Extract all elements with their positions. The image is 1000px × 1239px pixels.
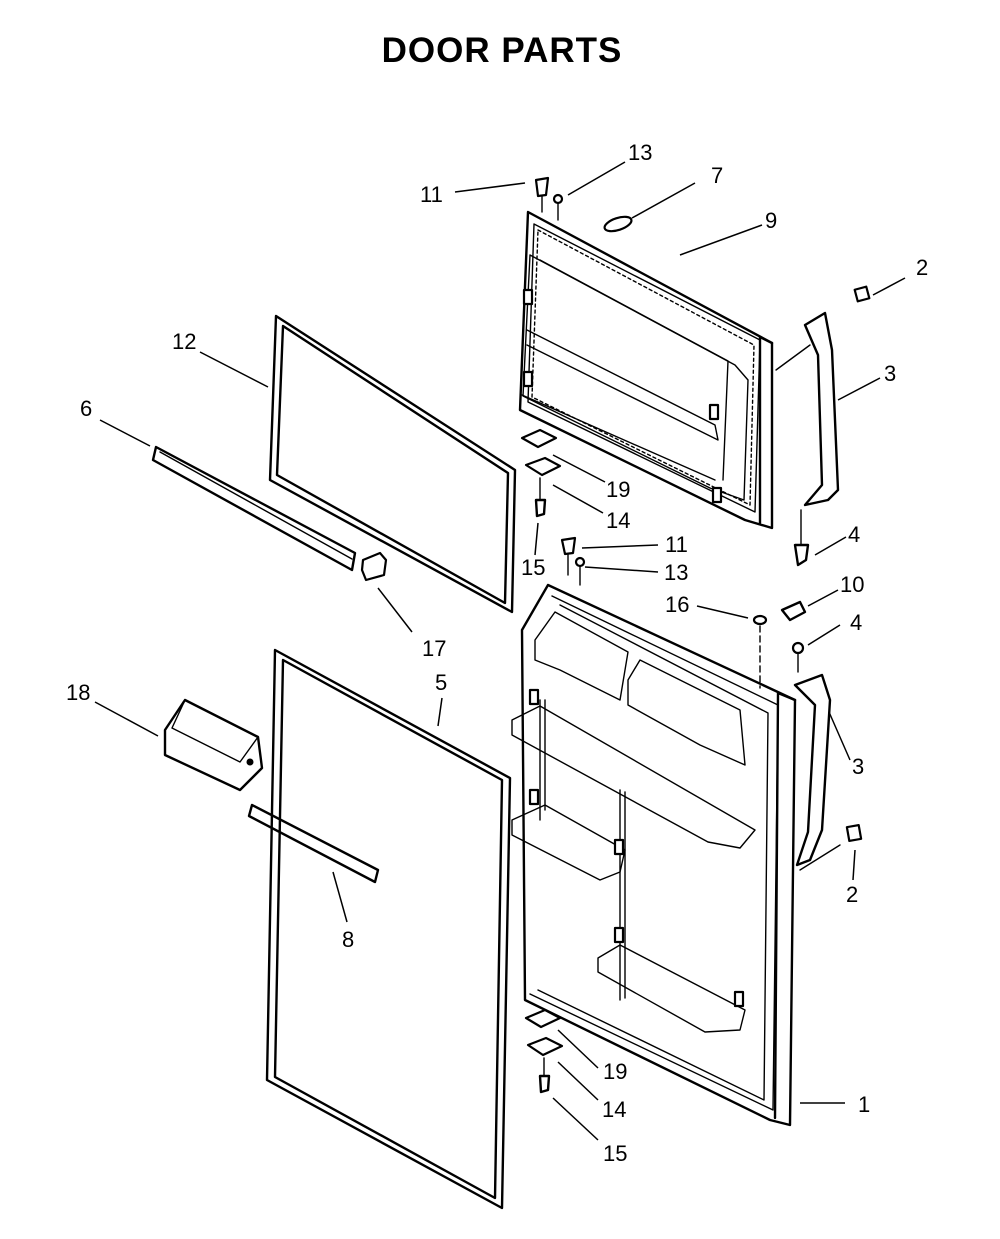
freezer-door-gasket-drawing xyxy=(268,314,517,614)
middle-door-stop-screw-drawing xyxy=(574,556,586,586)
lower-hinge-screw-drawing xyxy=(538,1057,551,1094)
upper-door-handle-drawing xyxy=(775,311,840,507)
callout-15: 15 xyxy=(603,1141,627,1166)
callout-16: 16 xyxy=(665,592,689,617)
callout-17: 17 xyxy=(422,636,446,661)
plug-button-drawing xyxy=(780,600,807,622)
callout-12: 12 xyxy=(172,329,196,354)
freezer-door-drawing xyxy=(518,210,774,530)
lower-hinge-bracket-drawing xyxy=(526,1036,564,1057)
callout-19: 19 xyxy=(603,1059,627,1084)
fresh-food-door-drawing xyxy=(511,583,797,1127)
upper-hinge-screw-drawing xyxy=(534,477,547,518)
callout-labels: 1 2 2 3 3 4 4 5 6 7 8 9 10 11 11 12 13 1… xyxy=(66,140,928,1166)
callout-10: 10 xyxy=(840,572,864,597)
upper-handle-end-cap-drawing xyxy=(853,285,871,303)
dairy-door-drawing xyxy=(163,698,264,792)
callout-4: 4 xyxy=(848,522,860,547)
callout-6: 6 xyxy=(80,396,92,421)
callout-14: 14 xyxy=(602,1097,626,1122)
callout-14: 14 xyxy=(606,508,630,533)
diagram-title: DOOR PARTS xyxy=(382,31,623,70)
callout-2: 2 xyxy=(916,255,928,280)
leader-lines xyxy=(94,161,906,1141)
fresh-food-door-shelf-rail-drawing xyxy=(247,803,380,884)
nameplate-drawing xyxy=(603,215,633,233)
callout-15: 15 xyxy=(521,555,545,580)
upper-door-stop-drawing xyxy=(534,176,550,213)
callout-2: 2 xyxy=(846,882,858,907)
lower-handle-end-cap-drawing xyxy=(845,823,863,843)
upper-hinge-bracket-drawing xyxy=(524,456,562,477)
callout-13: 13 xyxy=(664,560,688,585)
rail-end-cap-drawing xyxy=(360,551,388,582)
callout-3: 3 xyxy=(852,754,864,779)
callout-5: 5 xyxy=(435,670,447,695)
upper-handle-screw-drawing xyxy=(793,509,810,567)
callout-18: 18 xyxy=(66,680,90,705)
upper-hinge-bushing-drawing xyxy=(520,428,558,449)
callout-8: 8 xyxy=(342,927,354,952)
lower-hinge-bushing-drawing xyxy=(524,1008,562,1029)
callout-11: 11 xyxy=(665,532,688,557)
callout-1: 1 xyxy=(858,1092,870,1117)
callout-3: 3 xyxy=(884,361,896,386)
callout-19: 19 xyxy=(606,477,630,502)
fresh-food-door-gasket-drawing xyxy=(265,648,512,1210)
lower-handle-screw-drawing xyxy=(791,641,805,673)
callout-13: 13 xyxy=(628,140,652,165)
hole-plug-drawing xyxy=(752,614,768,689)
callout-11: 11 xyxy=(420,182,443,207)
freezer-door-shelf-rail-drawing xyxy=(151,445,357,572)
lower-door-handle-drawing xyxy=(793,673,841,871)
callout-9: 9 xyxy=(765,208,777,233)
middle-door-stop-drawing xyxy=(560,536,577,576)
callout-4: 4 xyxy=(850,610,862,635)
callout-7: 7 xyxy=(711,163,723,188)
upper-door-stop-screw-drawing xyxy=(552,193,564,221)
